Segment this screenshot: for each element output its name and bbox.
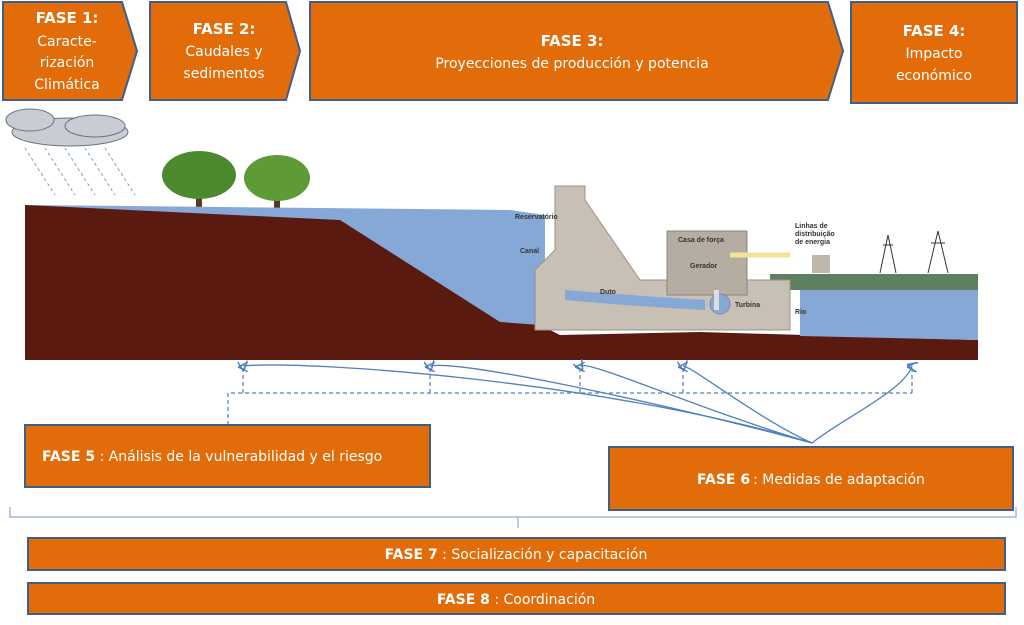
label-turbine: Turbina [735, 302, 760, 309]
phase-4-line: Impacto [906, 46, 963, 62]
power-tower-icon [927, 230, 949, 274]
reservoir-landscape: Reservatório Canal Duto Casa de força Ge… [25, 185, 978, 360]
phase-1-line: Caracte- [37, 34, 97, 50]
svg-text:FASE 8 : Coordinación: FASE 8 : Coordinación [437, 592, 595, 608]
phase-5-dashed-connectors [227, 367, 912, 425]
phase-3-chevron: FASE 3: Proyecciones de producción y pot… [309, 1, 845, 101]
phase-2-line: sedimentos [183, 66, 264, 82]
label-lines: de energia [795, 239, 830, 246]
phase-4-line: económico [896, 68, 972, 84]
label-reservoir: Reservatório [515, 214, 558, 221]
label-river: Rio [795, 309, 806, 316]
phase-1-chevron: FASE 1: Caracte- rización Climática [2, 1, 139, 101]
power-tower-icon [879, 234, 897, 274]
phase-3-title: FASE 3: [541, 32, 604, 50]
powerhouse [666, 230, 748, 296]
label-canal: Canal [520, 248, 539, 255]
phase-6-curved-arrows [243, 365, 912, 444]
phase-7-bar: FASE 7 : Socialización y capacitación [27, 537, 1006, 571]
phase-2-line: Caudales y [185, 44, 262, 60]
phase-8-text: : Coordinación [490, 592, 595, 608]
phase-3-line: Proyecciones de producción y potencia [435, 56, 708, 72]
phase-1-title: FASE 1: [36, 9, 99, 27]
phase-8-bar: FASE 8 : Coordinación [27, 582, 1006, 615]
phase-5-text: : Análisis de la vulnerabilidad y el rie… [95, 449, 382, 465]
phase-5-title: FASE 5 [42, 449, 95, 465]
phase-7-title: FASE 7 [385, 547, 438, 563]
tree-icon [162, 151, 236, 208]
phase-7-text: : Socialización y capacitación [438, 547, 648, 563]
phase-4-box: FASE 4: Impacto económico [850, 1, 1018, 104]
phase-6-text: : Medidas de adaptación [753, 472, 925, 488]
phase-6-box: FASE 6: Medidas de adaptación [608, 446, 1014, 511]
phase-6-title: FASE 6 [697, 472, 750, 488]
svg-text:FASE 6: Medidas de adaptación: FASE 6: Medidas de adaptación [697, 472, 925, 488]
label-lines: Linhas de [795, 223, 828, 230]
svg-text:FASE 5 : Análisis de la vulner: FASE 5 : Análisis de la vulnerabilidad y… [42, 449, 382, 465]
phase-8-title: FASE 8 [437, 592, 490, 608]
label-duct: Duto [600, 289, 616, 296]
svg-text:FASE 7 : Socialización y capac: FASE 7 : Socialización y capacitación [385, 547, 648, 563]
phase-2-chevron: FASE 2: Caudales y sedimentos [149, 1, 302, 101]
label-generator: Gerador [690, 263, 718, 270]
tree-icon [244, 155, 310, 208]
phase-4-title: FASE 4: [903, 22, 966, 40]
label-powerhouse: Casa de força [678, 237, 724, 244]
phase-1-line: Climática [34, 77, 99, 93]
phase-2-title: FASE 2: [193, 20, 256, 38]
grouping-brace [9, 507, 1017, 528]
rain-cloud-icon [5, 108, 136, 196]
label-lines: distribuição [795, 231, 835, 238]
phase-1-line: rización [40, 55, 95, 71]
phase-5-box: FASE 5 : Análisis de la vulnerabilidad y… [24, 424, 431, 488]
transformer-icon [812, 255, 830, 273]
